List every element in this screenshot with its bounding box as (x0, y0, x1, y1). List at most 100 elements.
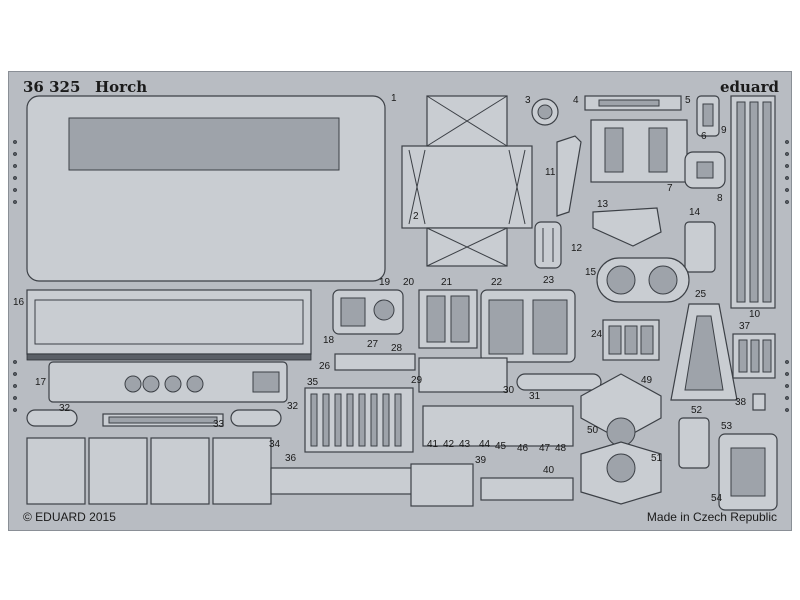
part-12-23-pins (534, 221, 562, 269)
label-part-37: 37 (739, 321, 751, 332)
part-13-plate (592, 207, 662, 247)
label-part-31: 31 (529, 391, 541, 402)
label-part-8: 8 (717, 193, 723, 204)
label-part-38: 38 (735, 397, 747, 408)
label-part-49: 49 (641, 375, 653, 386)
label-part-30: 30 (503, 385, 515, 396)
label-part-5: 5 (685, 95, 691, 106)
part-8-clip (684, 151, 726, 189)
label-part-17: 17 (35, 377, 47, 388)
part-39-box (410, 463, 474, 507)
part-1-windscreen (26, 95, 386, 282)
label-part-46: 46 (517, 443, 529, 454)
part-52-bracket (678, 417, 710, 469)
label-part-44: 44 (479, 439, 491, 450)
origin-text: Made in Czech Republic (646, 510, 777, 524)
part-29-30-hooks (418, 357, 508, 393)
label-part-3: 3 (525, 95, 531, 106)
part-40-strip (480, 477, 574, 501)
label-part-53: 53 (721, 421, 733, 432)
part-15-rings (596, 257, 690, 303)
part-17-dashboard (48, 361, 288, 403)
part-41-48-row (422, 405, 574, 447)
label-part-45: 45 (495, 441, 507, 452)
kit-name: Horch (95, 78, 148, 96)
label-part-26: 26 (319, 361, 331, 372)
label-part-10: 10 (749, 309, 761, 320)
label-part-23: 23 (543, 275, 555, 286)
part-21-grille (418, 289, 478, 349)
label-part-54: 54 (711, 493, 723, 504)
label-part-18: 18 (323, 335, 335, 346)
part-24-clips (602, 319, 660, 361)
label-part-28: 28 (391, 343, 403, 354)
part-35-comb (304, 387, 414, 453)
label-part-15: 15 (585, 267, 597, 278)
part-7-frame (590, 119, 688, 183)
part-5-6-brackets (696, 95, 720, 137)
left-perforations (13, 140, 17, 412)
label-part-47: 47 (539, 443, 551, 454)
label-part-39: 39 (475, 455, 487, 466)
label-part-32-right: 32 (287, 401, 299, 412)
part-34-panels (26, 437, 272, 505)
part-37-block (732, 333, 776, 379)
label-part-29: 29 (411, 375, 423, 386)
right-perforations (785, 140, 789, 412)
label-part-19: 19 (379, 277, 391, 288)
label-part-40: 40 (543, 465, 555, 476)
copyright-text: © EDUARD 2015 (23, 510, 116, 524)
label-part-16: 16 (13, 297, 25, 308)
photo-etch-fret: 36 325 Horch eduard .p { fill:#c9cdd2; s… (8, 71, 792, 531)
label-part-43: 43 (459, 439, 471, 450)
label-part-48: 48 (555, 443, 567, 454)
part-49-51-frame (580, 373, 662, 505)
brand-logo: eduard (719, 78, 779, 96)
kit-number: 36 325 (23, 78, 81, 96)
part-11-bracket (556, 135, 582, 217)
label-part-4: 4 (573, 95, 579, 106)
label-part-14: 14 (689, 207, 701, 218)
part-3-gauge (531, 98, 559, 126)
label-part-36: 36 (285, 453, 297, 464)
label-part-22: 22 (491, 277, 503, 288)
label-part-24: 24 (591, 329, 603, 340)
label-part-2: 2 (413, 211, 419, 222)
label-part-20: 20 (403, 277, 415, 288)
part-32-right (230, 409, 282, 427)
label-part-1: 1 (391, 93, 397, 104)
part-31-bar (516, 373, 602, 391)
label-part-41: 41 (427, 439, 439, 450)
part-38-small (752, 393, 766, 411)
part-2-box (401, 95, 533, 267)
label-part-12: 12 (571, 243, 583, 254)
part-9-10-rails (730, 95, 776, 309)
label-part-6: 6 (701, 131, 707, 142)
part-32-left (26, 409, 78, 427)
label-part-7: 7 (667, 183, 673, 194)
part-25-aframe (670, 303, 738, 401)
part-4-strip (584, 95, 682, 111)
part-33-strip (102, 413, 224, 427)
label-part-33: 33 (213, 419, 225, 430)
part-22-panel (480, 289, 576, 363)
label-part-13: 13 (597, 199, 609, 210)
part-19-20-boxes (332, 289, 404, 335)
label-part-35: 35 (307, 377, 319, 388)
label-part-34: 34 (269, 439, 281, 450)
part-14-hook (684, 221, 716, 273)
label-part-9: 9 (721, 125, 727, 136)
part-53-54-frame (718, 433, 778, 511)
label-part-42: 42 (443, 439, 455, 450)
part-16-hood (26, 289, 312, 361)
label-part-25: 25 (695, 289, 707, 300)
label-part-27: 27 (367, 339, 379, 350)
fret-parts-drawing: .p { fill:#c9cdd2; stroke:#3c4046; strok… (13, 95, 789, 511)
label-part-32-left: 32 (59, 403, 71, 414)
label-part-51: 51 (651, 453, 663, 464)
label-part-52: 52 (691, 405, 703, 416)
label-part-50: 50 (587, 425, 599, 436)
label-part-11: 11 (545, 167, 556, 178)
part-36-clips (270, 467, 414, 495)
label-part-21: 21 (441, 277, 453, 288)
